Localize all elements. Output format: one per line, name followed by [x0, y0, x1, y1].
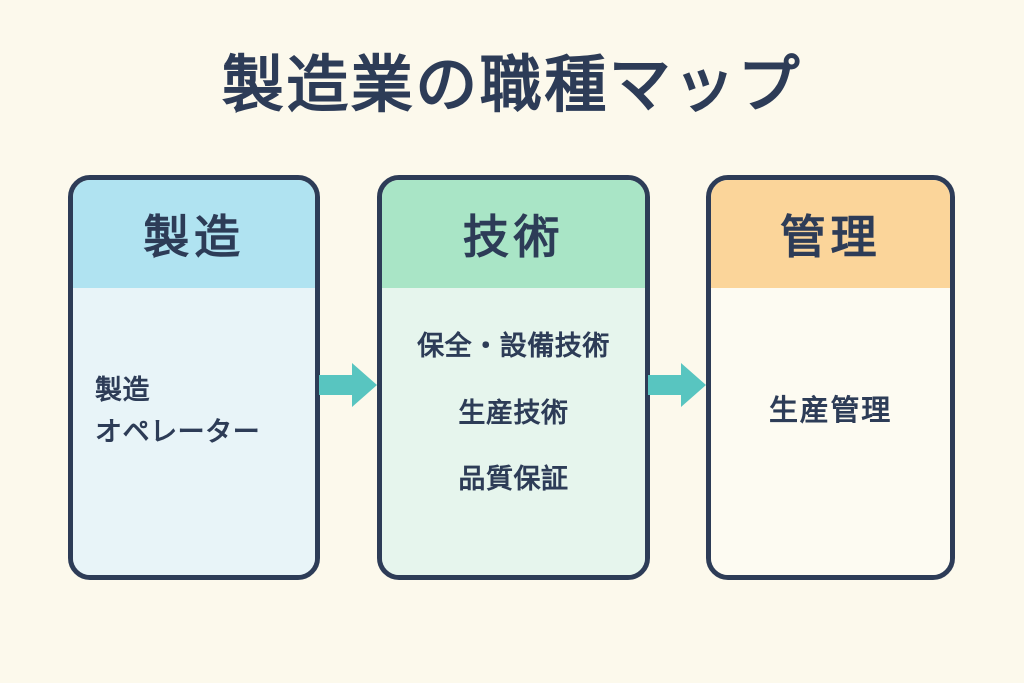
- card-manufacturing-header-label: 製造: [143, 210, 245, 264]
- job-item-production-engineering: 生産技術: [458, 397, 569, 429]
- card-manufacturing-body: 製造 オペレーター: [73, 288, 315, 575]
- job-item-maintenance-equipment: 保全・設備技術: [417, 331, 610, 362]
- arrow-right-icon: [319, 363, 377, 407]
- card-management-header-label: 管理: [779, 210, 882, 264]
- job-item-quality-assurance: 品質保証: [458, 464, 569, 496]
- card-management: 管理 生産管理: [706, 175, 955, 580]
- card-manufacturing: 製造 製造 オペレーター: [68, 175, 320, 580]
- card-manufacturing-header: 製造: [73, 180, 315, 288]
- card-management-header: 管理: [711, 180, 950, 288]
- job-item-production-management: 生産管理: [769, 392, 892, 427]
- page-title: 製造業の職種マップ: [221, 48, 803, 121]
- arrow-right-icon: [648, 363, 706, 407]
- card-engineering: 技術 保全・設備技術 生産技術 品質保証: [377, 175, 650, 580]
- card-engineering-body: 保全・設備技術 生産技術 品質保証: [382, 288, 645, 575]
- card-management-body: 生産管理: [711, 288, 950, 575]
- card-engineering-header-label: 技術: [462, 210, 565, 264]
- job-item-manufacturing-operator: 製造 オペレーター: [95, 374, 261, 448]
- card-engineering-header: 技術: [382, 180, 645, 288]
